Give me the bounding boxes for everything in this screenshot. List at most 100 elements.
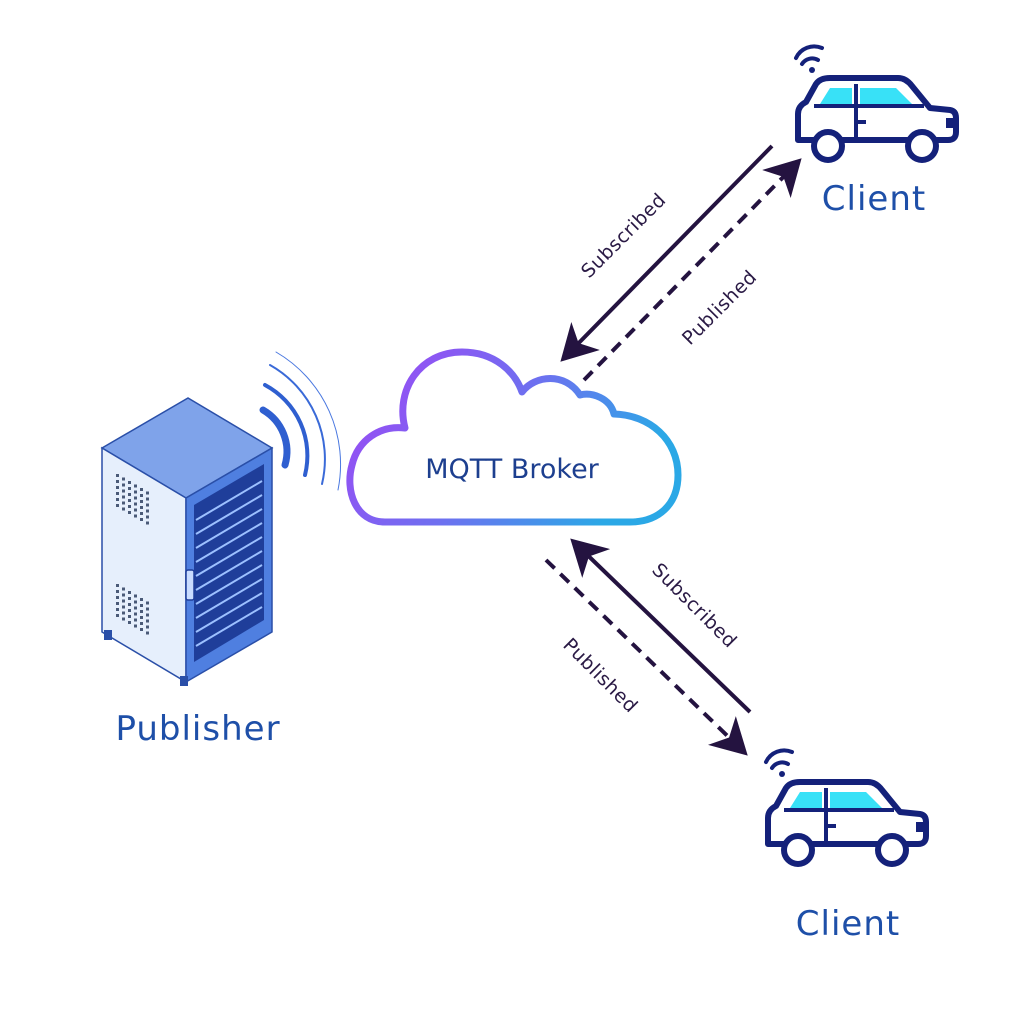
server-rack-units (195, 480, 263, 647)
car-window-rear (830, 792, 882, 808)
vent-dot (128, 591, 131, 594)
vent-dot (140, 628, 143, 631)
vent-dot (140, 488, 143, 491)
vent-dot (146, 521, 149, 525)
vent-dot (122, 507, 125, 511)
vent-dot (116, 492, 119, 495)
vent-dot (128, 481, 131, 484)
vent-dot (140, 622, 143, 625)
vent-dot (128, 499, 131, 502)
vent-dot (116, 590, 119, 593)
car-window-front (820, 88, 852, 104)
vent-dot (146, 625, 149, 629)
vent-dot (128, 511, 131, 514)
top-published-arrow (582, 158, 802, 382)
vent-dot (122, 495, 125, 499)
vent-dot (122, 477, 125, 481)
publisher-label: Publisher (115, 709, 280, 749)
vent-dot (128, 621, 131, 624)
vent-dot (146, 607, 149, 611)
vent-dot (140, 604, 143, 607)
client-bottom-label: Client (796, 904, 900, 944)
vent-dot (116, 498, 119, 501)
client-car-bottom (764, 748, 929, 867)
vent-dot (116, 480, 119, 483)
vent-dot (122, 489, 125, 493)
vent-dot (134, 600, 137, 604)
server-vent-dots-bottom (116, 584, 149, 635)
vent-dot (146, 509, 149, 513)
server-rack-panel (194, 464, 264, 662)
top-subscribed-arrow (560, 144, 774, 362)
vent-dot (140, 598, 143, 601)
vent-dot (116, 608, 119, 611)
car-window-rear (860, 88, 912, 104)
client-car-top (794, 44, 959, 163)
vent-dot (122, 599, 125, 603)
vent-dot (122, 605, 125, 609)
vent-dot (128, 487, 131, 490)
vent-dot (116, 504, 119, 507)
server-foot-left (104, 630, 112, 640)
cloud-icon (346, 348, 682, 526)
vent-dot (128, 603, 131, 606)
top-connection: Subscribed Published (560, 144, 802, 382)
vent-dot (134, 594, 137, 598)
vent-dot (146, 491, 149, 495)
vent-dot (146, 631, 149, 635)
wifi-icon (764, 748, 794, 777)
vent-dot (140, 518, 143, 521)
vent-dot (122, 593, 125, 597)
vent-dot (134, 624, 137, 628)
vent-dot (146, 619, 149, 623)
vent-dot (134, 514, 137, 518)
vent-dot (134, 508, 137, 512)
vent-dot (116, 584, 119, 587)
vent-dot (128, 493, 131, 496)
vent-dot (146, 503, 149, 507)
server-handle (185, 569, 195, 601)
vent-dot (146, 613, 149, 617)
wifi-icon (794, 44, 824, 73)
broker-cloud: MQTT Broker (346, 348, 682, 526)
vent-dot (146, 601, 149, 605)
vent-dot (116, 486, 119, 489)
vent-dot (140, 616, 143, 619)
vent-dot (128, 597, 131, 600)
vent-dot (116, 474, 119, 477)
vent-dot (140, 506, 143, 509)
vent-dot (122, 611, 125, 615)
vent-dot (140, 512, 143, 515)
bottom-connection: Subscribed Published (544, 538, 752, 756)
vent-dot (134, 612, 137, 616)
vent-dot (140, 494, 143, 497)
vent-dot (146, 515, 149, 519)
vent-dot (134, 490, 137, 494)
vent-dot (128, 609, 131, 612)
vent-dot (128, 615, 131, 618)
vent-dot (140, 500, 143, 503)
vent-dot (116, 596, 119, 599)
vent-dot (122, 617, 125, 621)
publisher-server (100, 397, 274, 686)
car-window-front (790, 792, 822, 808)
vent-dot (116, 602, 119, 605)
top-subscribed-label: Subscribed (577, 189, 671, 283)
car-icon (765, 779, 929, 867)
vent-dot (134, 606, 137, 610)
bottom-subscribed-label: Subscribed (647, 559, 741, 653)
vent-dot (122, 483, 125, 487)
server-foot-right (180, 676, 188, 686)
top-published-label: Published (678, 266, 761, 349)
broker-label: MQTT Broker (425, 454, 599, 485)
vent-dot (140, 610, 143, 613)
vent-dot (122, 587, 125, 591)
bottom-published-arrow (544, 558, 748, 756)
vent-dot (128, 505, 131, 508)
client-top-label: Client (822, 179, 926, 219)
server-vent-dots-top (116, 474, 149, 525)
vent-dot (134, 484, 137, 488)
publisher-signal-waves (259, 351, 342, 491)
vent-dot (134, 618, 137, 622)
